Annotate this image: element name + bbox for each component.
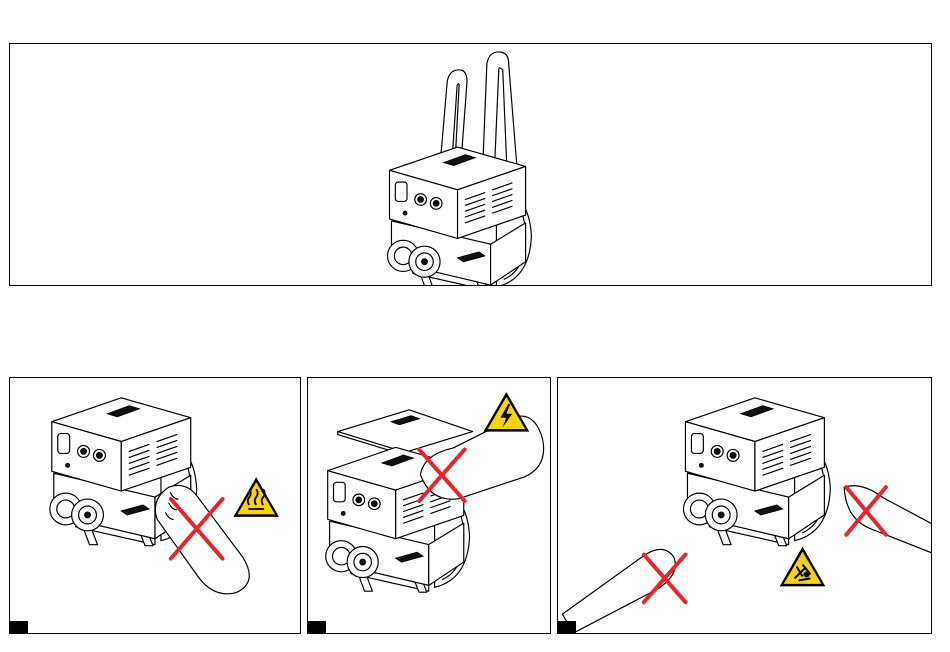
figure-tab-marker bbox=[558, 621, 576, 633]
figure-tab-marker bbox=[10, 621, 28, 633]
moving-parts-panel bbox=[557, 377, 932, 634]
moving-parts-warning-icon bbox=[780, 547, 826, 587]
lifting-panel bbox=[9, 43, 932, 286]
figure-tab-marker bbox=[308, 621, 326, 633]
hot-surface-warning-icon bbox=[233, 477, 279, 517]
generator-lifting-straps-illustration bbox=[10, 44, 931, 285]
hand-illustration bbox=[558, 543, 684, 633]
hot-surface-panel bbox=[9, 377, 301, 634]
electric-shock-panel bbox=[307, 377, 551, 634]
electric-shock-warning-icon bbox=[484, 392, 530, 432]
